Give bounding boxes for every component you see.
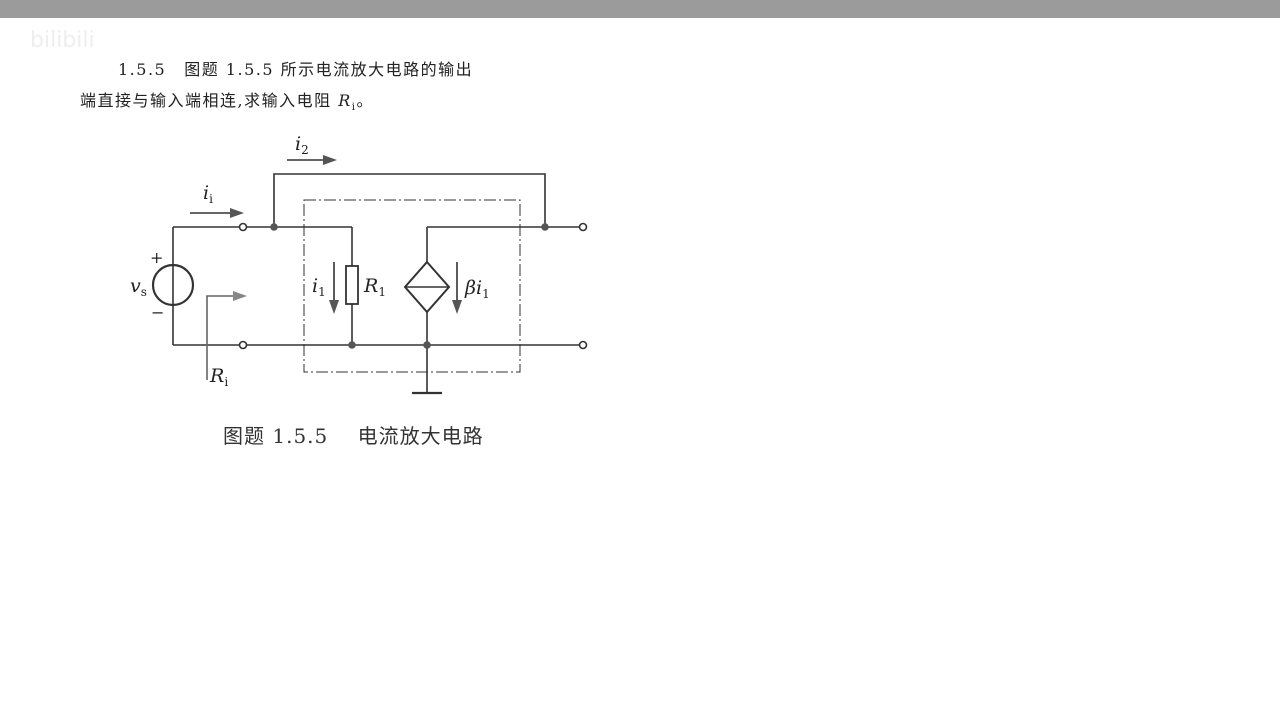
arrow-i2	[323, 155, 337, 165]
label-ri: Ri	[209, 365, 228, 389]
problem-text-2: 端直接与输入端相连,求输入电阻	[80, 91, 339, 110]
input-terminal-bottom	[238, 340, 248, 350]
output-terminal-bottom	[578, 340, 588, 350]
figure-caption: 图题 1.5.5 电流放大电路	[223, 424, 484, 448]
symbol-ri: R	[338, 91, 352, 110]
label-plus: +	[150, 248, 163, 267]
problem-number: 1.5.5	[118, 60, 167, 79]
symbol-ri-sub: i	[351, 102, 357, 114]
label-minus: −	[151, 303, 164, 322]
arrow-ii	[230, 208, 244, 218]
feedback-wire	[273, 173, 546, 227]
input-terminal-top	[238, 222, 248, 232]
label-beta-i1: βi1	[464, 277, 490, 301]
label-vs: vs	[130, 275, 147, 299]
output-terminal-top	[578, 222, 588, 232]
arrow-beta-i1	[452, 300, 462, 314]
node-dot	[348, 341, 356, 349]
watermark-logo: bilibili	[30, 28, 95, 53]
problem-line-1: 1.5.5 图题 1.5.5 所示电流放大电路的输出	[118, 56, 473, 80]
node-dot	[270, 223, 278, 231]
top-bar	[0, 0, 1280, 18]
problem-line-2: 端直接与输入端相连,求输入电阻 Ri。	[80, 87, 374, 113]
problem-text-1: 图题 1.5.5 所示电流放大电路的输出	[184, 60, 474, 79]
amplifier-box	[303, 199, 521, 373]
label-i1: i1	[312, 275, 326, 299]
arrow-i1	[329, 300, 339, 314]
label-i2: i2	[295, 133, 309, 157]
resistor-r1	[345, 265, 359, 305]
label-r1: R1	[363, 275, 386, 299]
node-dot	[541, 223, 549, 231]
label-ii: ii	[203, 182, 213, 206]
node-dot	[423, 341, 431, 349]
period: 。	[356, 91, 374, 110]
arrow-ri	[233, 291, 247, 301]
